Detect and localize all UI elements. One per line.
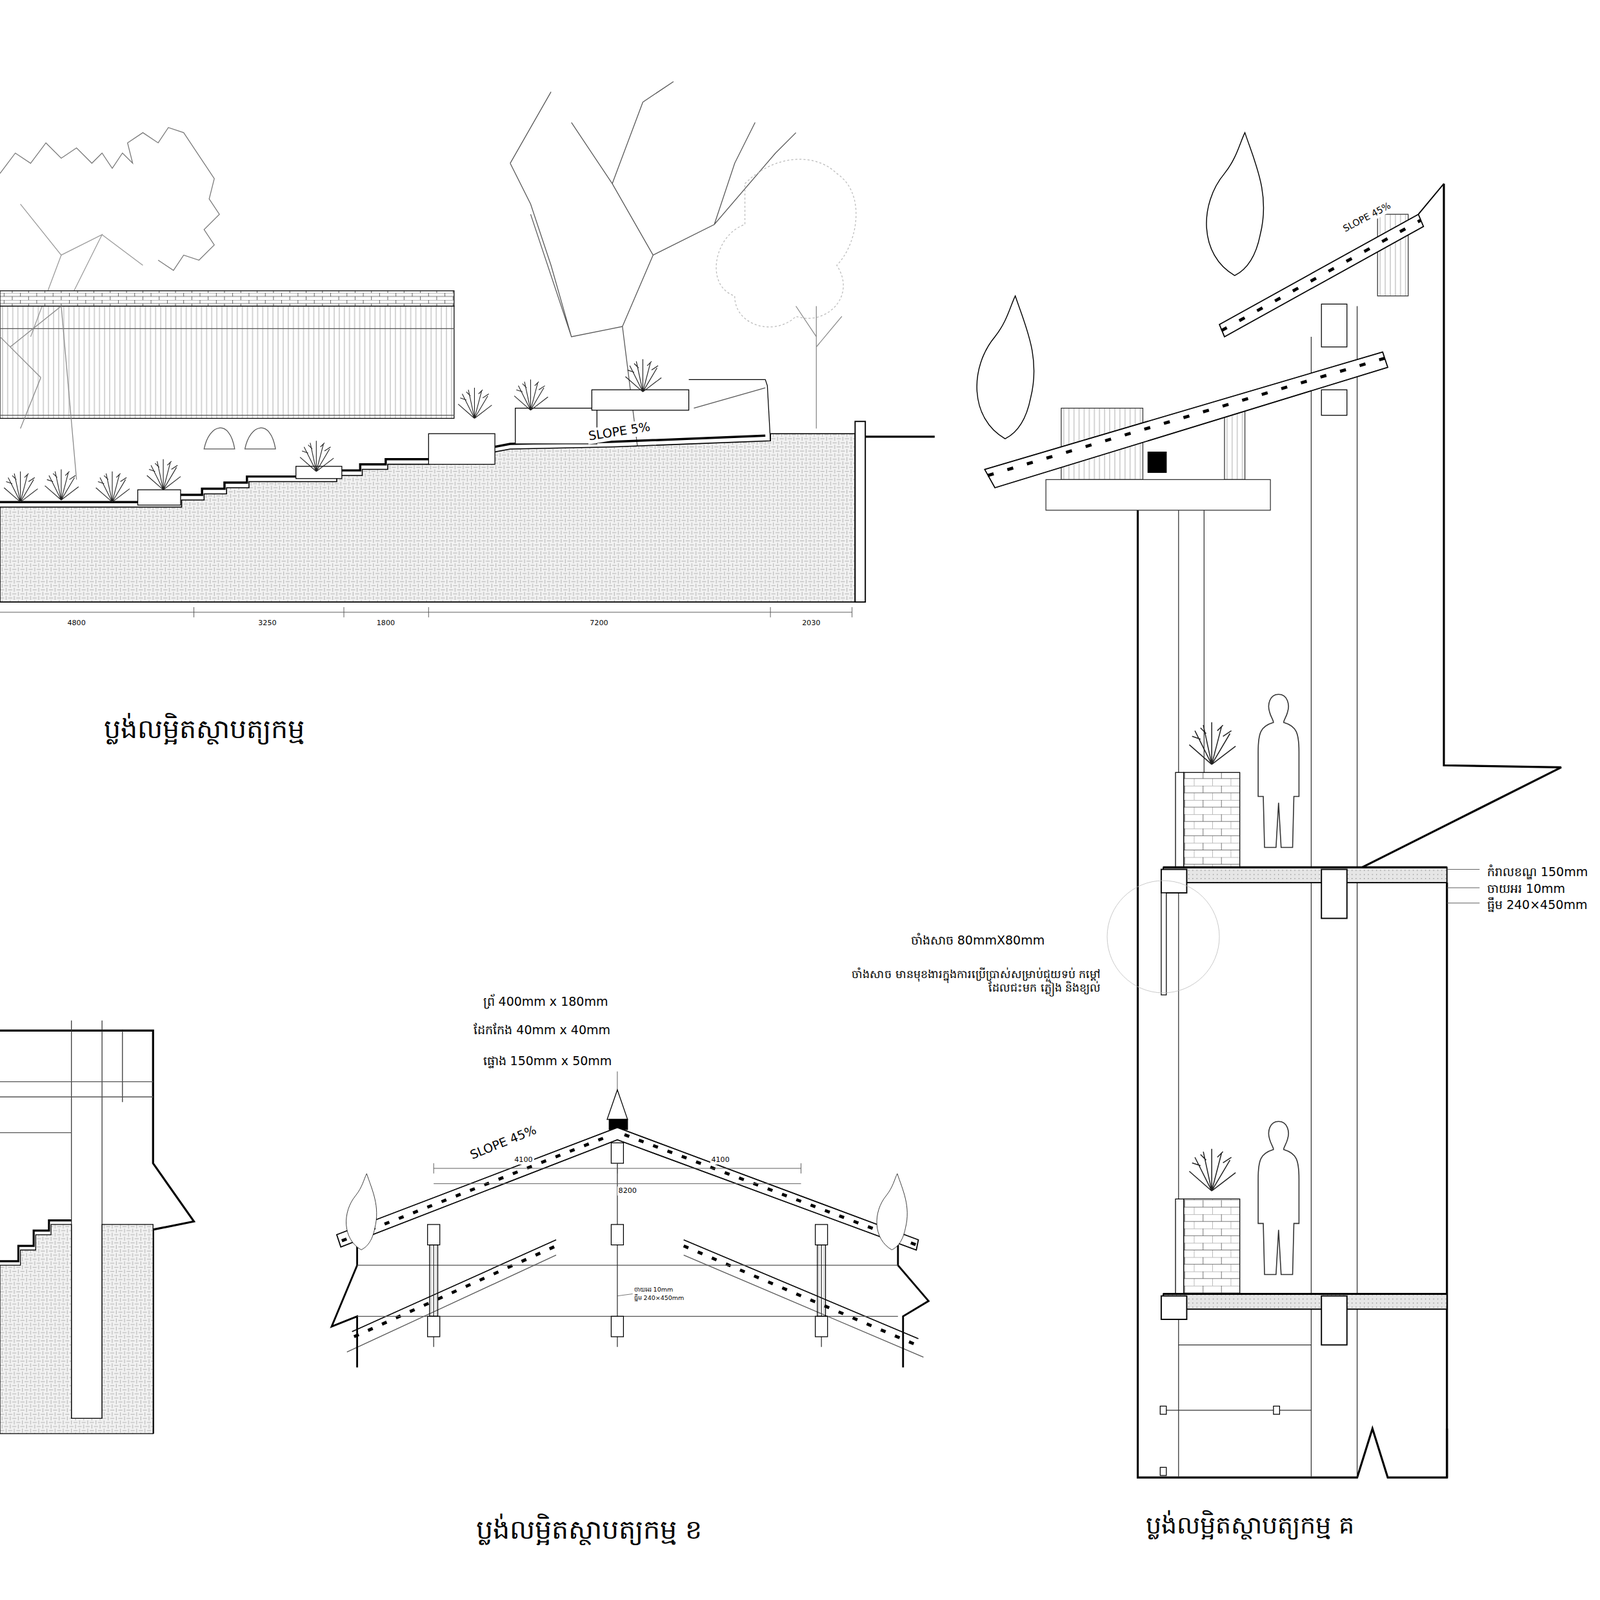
layer-note: ធ្នឹម 240×450mm <box>1485 897 1590 913</box>
drawing-title: ប្លង់លម្អិតស្ថាបត្យកម្ម ខ <box>474 1514 704 1548</box>
dimension: 2030 <box>800 618 822 628</box>
layer-note: ធ្នឹម 240×450mm <box>632 1294 686 1302</box>
material-note: ដែកកែង 40mm x 40mm <box>472 1023 612 1039</box>
dimension: 4800 <box>65 618 87 628</box>
dimension: 4100 <box>709 1155 731 1165</box>
dimension: 7200 <box>588 618 610 628</box>
layer-note: កំរាលខណ្ឌ 150mm <box>1485 864 1590 880</box>
drawing-title: ប្លង់លម្អិតស្ថាបត្យកម្ម <box>102 712 306 746</box>
material-note: ចាំងសាច មានមុខងារក្នុងការប្រើប្រាស់សម្រា… <box>844 967 1102 997</box>
layer-note: ចាយអរ 10mm <box>632 1285 675 1294</box>
dimension: 1800 <box>375 618 397 628</box>
dimension: 4100 <box>512 1155 534 1165</box>
dimension: 3250 <box>256 618 278 628</box>
dimension: 8200 <box>617 1186 639 1196</box>
material-note: ចាំងសាច 80mmX80mm <box>909 932 1046 949</box>
layer-note: ចាយអរ 10mm <box>1485 881 1567 897</box>
material-note: ផ្ទោង 150mm x 50mm <box>481 1053 614 1070</box>
material-note: ព្រ័ 400mm x 180mm <box>481 994 610 1010</box>
drawing-title: ប្លង់លម្អិតស្ថាបត្យកម្ម គ <box>1144 1510 1356 1542</box>
